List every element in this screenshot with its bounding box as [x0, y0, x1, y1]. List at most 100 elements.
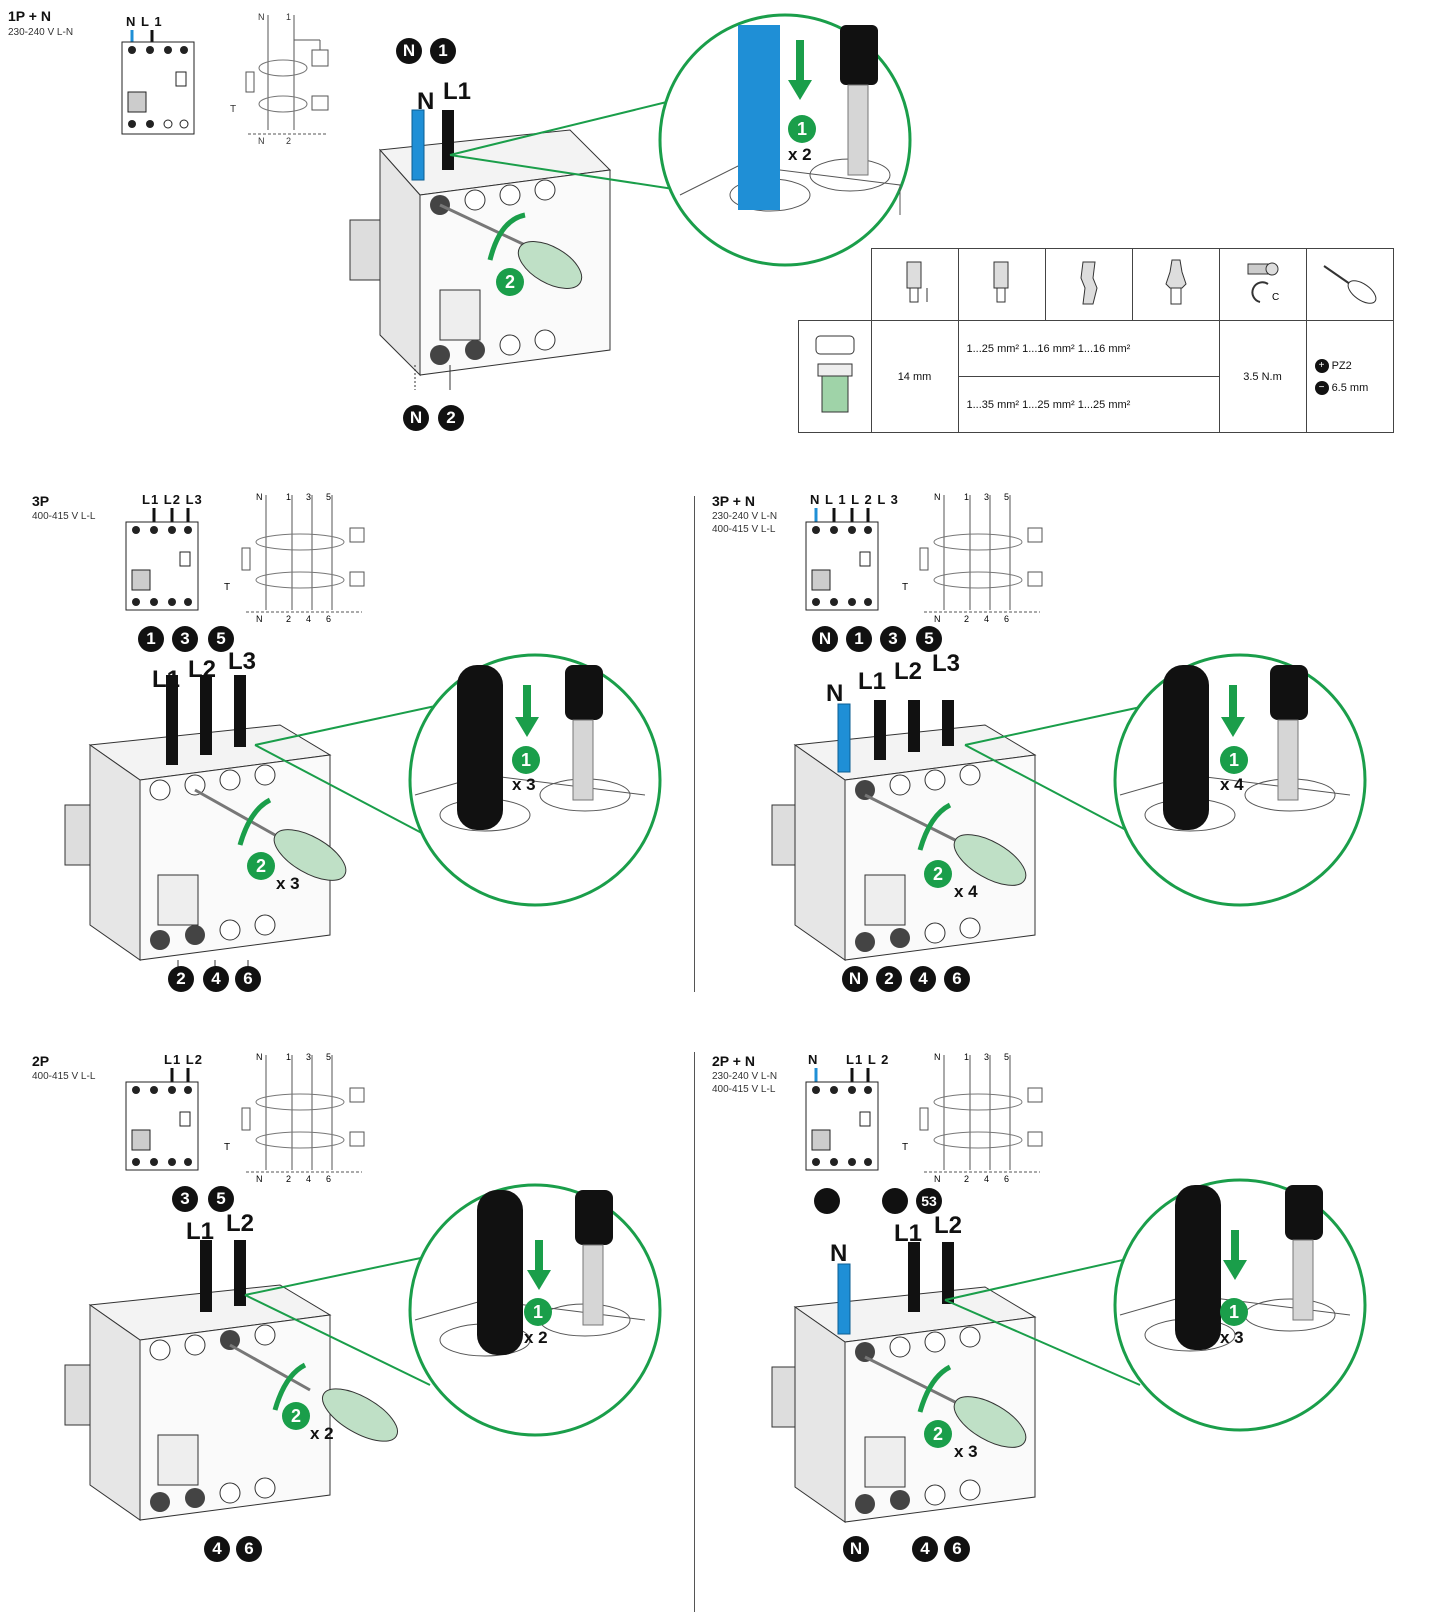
- wire-label: L3: [228, 648, 257, 675]
- wire-label: L2: [934, 1212, 963, 1239]
- svg-text:4: 4: [306, 614, 311, 624]
- wire-label: L1: [858, 668, 887, 695]
- svg-text:1: 1: [286, 1052, 291, 1062]
- section-title: 3P: [32, 493, 50, 509]
- flexible-wire-icon: [1079, 261, 1098, 305]
- breaker-device: [771, 700, 1037, 961]
- wire-label: N: [417, 88, 435, 115]
- terminal-number: 6: [944, 1536, 970, 1562]
- wire-label: N: [830, 1240, 848, 1267]
- svg-text:N: N: [934, 492, 941, 502]
- terminal-number: 3: [880, 626, 906, 652]
- step-1-multiplier: x 3: [1220, 1328, 1244, 1347]
- zoom-detail: [254, 653, 662, 907]
- terminal-label: L1 L2 L3: [142, 492, 203, 507]
- step-2-multiplier: x 4: [954, 882, 978, 901]
- terminal-number: [882, 1188, 908, 1214]
- terminal-number: N: [842, 966, 868, 992]
- voltage: 230-240 V L-N: [712, 1071, 778, 1082]
- mini-device-icon: [125, 1068, 199, 1171]
- wire-label: L1: [443, 78, 472, 105]
- svg-text:6: 6: [1004, 614, 1009, 624]
- step-2-badge: 2: [924, 860, 952, 888]
- terminal-number: 2: [876, 966, 902, 992]
- breaker-device: [64, 675, 347, 975]
- mini-device-icon: [805, 1068, 879, 1171]
- voltage: 400-415 V L-L: [32, 1071, 96, 1082]
- svg-text:5: 5: [326, 1052, 331, 1062]
- wiring-schematic: N 1 T N 2: [230, 12, 329, 146]
- step-1-badge: 1: [1220, 746, 1248, 774]
- svg-text:5: 5: [1004, 492, 1009, 502]
- svg-text:N: N: [256, 614, 263, 624]
- terminal-number: 4: [204, 1536, 230, 1562]
- terminal-number: 6: [235, 966, 261, 992]
- svg-text:2: 2: [286, 614, 291, 624]
- terminal-number: 3: [172, 626, 198, 652]
- tool-flat: 6.5 mm: [1331, 381, 1369, 394]
- mini-device-icon: [805, 508, 879, 611]
- schematic-top-n: N: [258, 12, 265, 22]
- step-2-multiplier: x 3: [276, 874, 300, 893]
- terminal-number: [814, 1188, 840, 1214]
- cross-section-row1: 1...25 mm² 1...16 mm² 1...16 mm²: [957, 320, 1220, 377]
- svg-text:4: 4: [984, 1174, 989, 1184]
- terminal-number: N: [812, 626, 838, 652]
- breaker-device: [64, 1240, 398, 1521]
- svg-text:6: 6: [326, 1174, 331, 1184]
- strip-cell: [870, 248, 959, 321]
- tool-pz2: PZ2: [1331, 359, 1352, 372]
- terminal-number: 53: [916, 1188, 942, 1214]
- divider: [694, 496, 695, 992]
- step-2-badge: 2: [924, 1420, 952, 1448]
- pozidriv-icon: +: [1314, 358, 1329, 373]
- svg-text:N: N: [256, 492, 263, 502]
- svg-text:T: T: [224, 1142, 230, 1153]
- voltage: 400-415 V L-L: [712, 1084, 776, 1095]
- svg-text:3: 3: [306, 1052, 311, 1062]
- svg-text:T: T: [902, 582, 908, 593]
- svg-text:3: 3: [984, 1052, 989, 1062]
- cable-strip-icon: [906, 261, 927, 303]
- terminal-number: N: [403, 405, 429, 431]
- svg-text:N: N: [934, 614, 941, 624]
- terminal-number: 5: [208, 1186, 234, 1212]
- terminal-label: N L 1: [126, 14, 163, 29]
- svg-text:6: 6: [326, 614, 331, 624]
- wire-label: L2: [226, 1210, 255, 1237]
- step-1-badge: 1: [1220, 1298, 1248, 1326]
- terminal-label: L1 L2: [164, 1052, 203, 1067]
- terminal-number: 2: [168, 966, 194, 992]
- terminal-number: 1: [430, 38, 456, 64]
- terminal-label: N L 1 L 2 L 3: [810, 492, 899, 507]
- step-2-badge: 2: [496, 268, 524, 296]
- svg-text:4: 4: [984, 614, 989, 624]
- terminal-label: N L1 L 2: [808, 1052, 890, 1067]
- terminal-icon: [815, 335, 855, 413]
- svg-text:3: 3: [984, 492, 989, 502]
- section-title: 2P: [32, 1053, 50, 1069]
- terminal-number: 6: [236, 1536, 262, 1562]
- section-title: 3P + N: [712, 493, 755, 509]
- svg-text:1: 1: [286, 492, 291, 502]
- terminal-number: 6: [944, 966, 970, 992]
- step-1-multiplier: x 2: [524, 1328, 548, 1347]
- voltage: 230-240 V L-N: [8, 27, 74, 38]
- zoom-detail: [244, 1183, 662, 1437]
- step-1-multiplier: x 4: [1220, 775, 1244, 794]
- spec-table: C 14 mm 1...25 mm² 1...16 mm² 1...16 mm²…: [798, 248, 1394, 433]
- wire-label: L2: [894, 658, 923, 685]
- zoom-detail: [449, 13, 912, 267]
- svg-text:1: 1: [964, 492, 969, 502]
- terminal-number: 1: [138, 626, 164, 652]
- svg-text:2: 2: [286, 1174, 291, 1184]
- screw-torque-icon: C: [1247, 262, 1279, 303]
- step-1-multiplier: x 3: [512, 775, 536, 794]
- svg-text:T: T: [224, 582, 230, 593]
- voltage: 230-240 V L-N: [712, 511, 778, 522]
- terminal-number: 5: [208, 626, 234, 652]
- step-1-multiplier: x 2: [788, 145, 812, 164]
